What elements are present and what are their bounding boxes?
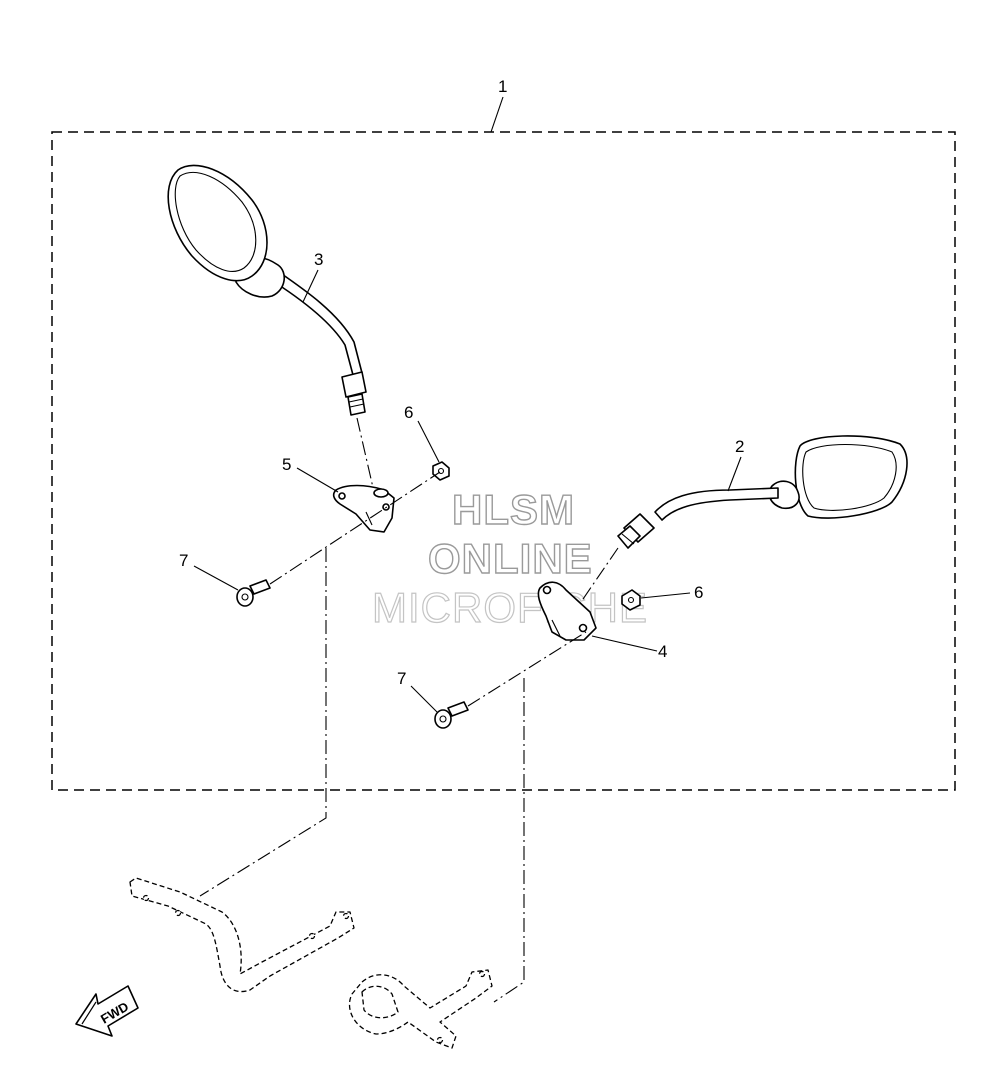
callout-4-label: 4 (658, 642, 667, 661)
centerline-left-mirror (356, 417, 375, 493)
callout-7-right-label: 7 (397, 669, 406, 688)
reference-line-left (199, 548, 327, 897)
callout-5-label: 5 (282, 455, 291, 474)
forward-arrow-icon: FWD (75, 985, 139, 1037)
bracket-left[interactable] (332, 484, 395, 533)
watermark-line-1: HLSM (452, 486, 575, 533)
callout-6-right-label: 6 (694, 583, 703, 602)
callout-1[interactable]: 1 (490, 77, 507, 133)
callout-5[interactable]: 5 (282, 455, 339, 493)
callout-1-label: 1 (498, 77, 507, 96)
centerline-right-mirror (569, 547, 619, 619)
callout-2-label: 2 (735, 437, 744, 456)
callout-7-left[interactable]: 7 (179, 551, 239, 591)
rear-view-mirror-right[interactable] (617, 435, 908, 549)
assembly-boundary (51, 131, 956, 791)
nut-left[interactable] (432, 461, 450, 481)
centerline-right-bolt (467, 631, 587, 707)
watermark-line-2: ONLINE (428, 535, 593, 582)
watermark: HLSM ONLINE MICROFICHE (371, 485, 648, 631)
callout-7-left-label: 7 (179, 551, 188, 570)
bolt-left[interactable] (236, 579, 271, 607)
bracket-right[interactable] (537, 581, 597, 641)
callout-7-right[interactable]: 7 (397, 669, 438, 713)
callout-6-left-label: 6 (404, 403, 413, 422)
callout-3[interactable]: 3 (302, 250, 323, 303)
frame-reference-right (348, 969, 493, 1049)
reference-line-right (493, 678, 525, 1003)
callout-3-label: 3 (314, 250, 323, 269)
bolt-right[interactable] (434, 701, 469, 729)
callout-4[interactable]: 4 (591, 635, 667, 661)
frame-reference-left (129, 877, 355, 993)
rear-view-mirror-left[interactable] (167, 164, 367, 416)
watermark-line-3: MICROFICHE (372, 584, 648, 631)
callout-2[interactable]: 2 (727, 437, 744, 492)
callout-6-left[interactable]: 6 (404, 403, 440, 463)
centerline-left-bolt (269, 471, 441, 585)
nut-right[interactable] (621, 589, 641, 611)
callout-6-right[interactable]: 6 (640, 583, 703, 602)
